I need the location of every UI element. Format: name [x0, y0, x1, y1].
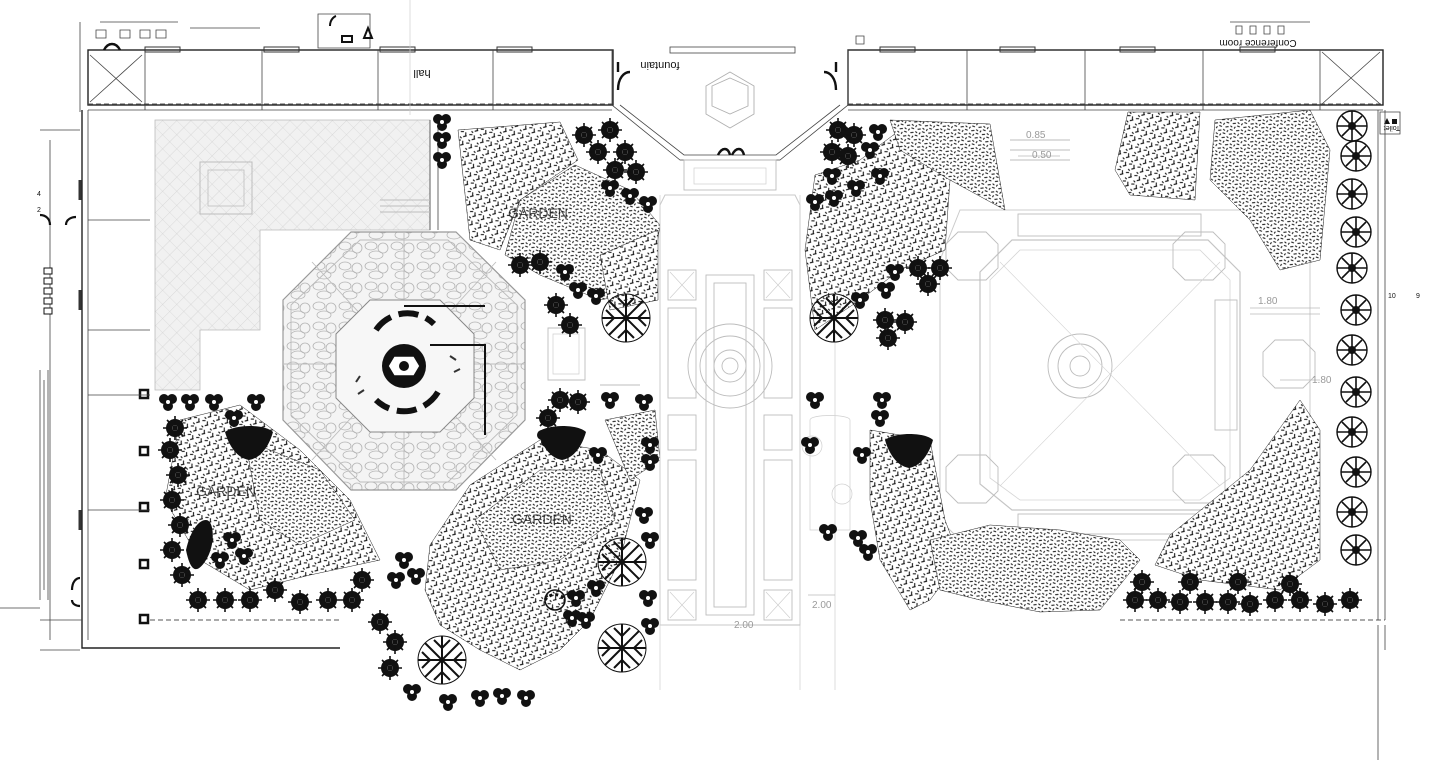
marker-2: 2: [37, 207, 41, 214]
north-corridor-right: [847, 21, 1401, 135]
octagonal-fountain-plaza: [282, 231, 526, 491]
dimension-2-00-b: 2.00: [734, 620, 754, 631]
north-corridor-left: [79, 13, 614, 112]
right-garden-beds: [804, 109, 1331, 613]
hall-label: hall: [413, 67, 430, 79]
site-boundary: [0, 110, 1386, 760]
marker-4: 4: [37, 191, 41, 198]
marker-9: 9: [1416, 293, 1420, 300]
dimension-lines: [735, 139, 1320, 626]
dimension-0-85: 0.85: [1026, 130, 1046, 141]
dimension-2-00-a: 2.00: [812, 600, 832, 611]
fountain-label: fountain: [640, 59, 679, 71]
dimension-1-80-b: 1.80: [1312, 375, 1332, 386]
paved-terrace: [154, 119, 439, 391]
dimension-0-50: 0.50: [1032, 150, 1052, 161]
marker-10: 10: [1388, 293, 1396, 300]
shrubs-and-trees: [157, 110, 1372, 711]
left-garden-beds: [164, 121, 661, 671]
fountain-entrance: [611, 46, 849, 191]
dimension-1-80-a: 1.80: [1258, 296, 1278, 307]
garden-label-center: GARDEN: [512, 511, 572, 527]
garden-label-top: GARDEN: [508, 205, 568, 221]
conference-room-label: Conference room: [1219, 37, 1296, 48]
garden-label-left: GARDEN: [196, 483, 256, 499]
toilet-label: Toilet: [1384, 124, 1400, 131]
